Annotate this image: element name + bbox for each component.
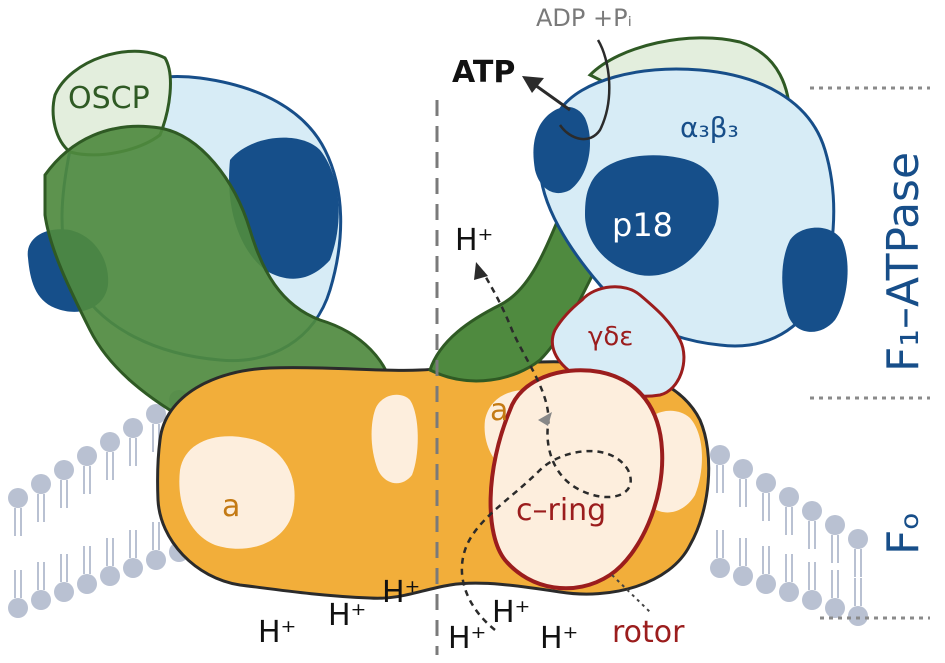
lipid-head: [31, 562, 51, 610]
f1-atpase-label: F₁–ATPase: [878, 152, 929, 372]
h-plus-label-top: H⁺: [455, 223, 493, 258]
p18-label: p18: [612, 206, 673, 244]
lipid-head: [54, 554, 74, 602]
proton-path-arrowhead: [474, 262, 488, 280]
c-ring-rotation-arrowhead: [538, 412, 552, 426]
a-left-lobe: [179, 436, 295, 549]
lipid-head: [733, 538, 753, 586]
lipid-head: [100, 538, 120, 586]
fo-label: Fₒ: [878, 511, 929, 555]
a-right-label: a: [490, 393, 508, 428]
lipid-head: [123, 418, 143, 466]
membrane-left: [8, 390, 189, 618]
lipid-head: [54, 460, 74, 508]
c-ring: [488, 368, 665, 591]
adp-pi-label: ADP +Pᵢ: [536, 4, 632, 32]
alpha-beta-label: α₃β₃: [680, 111, 739, 144]
h-plus-label-6: H⁺: [540, 621, 578, 656]
lipid-head: [77, 546, 97, 594]
c-ring-label: c–ring: [516, 493, 606, 528]
lipid-head: [733, 459, 753, 507]
a-left-label: a: [222, 489, 240, 524]
lipid-head: [710, 445, 730, 493]
atp-label: ATP: [452, 55, 515, 90]
f1-head-right: [533, 36, 848, 348]
rotor-label: rotor: [612, 615, 685, 650]
lipid-head: [31, 474, 51, 522]
membrane-right: [710, 445, 868, 626]
atp-arrow-line: [534, 83, 571, 112]
lipid-head: [8, 570, 28, 618]
lipid-head: [756, 473, 776, 521]
lipid-head: [77, 446, 97, 494]
adp-pi-curve: [558, 39, 611, 141]
lipid-head: [100, 432, 120, 480]
h-plus-label-1: H⁺: [258, 615, 296, 650]
lipid-head: [8, 488, 28, 536]
h-plus-label-2: H⁺: [328, 598, 366, 633]
lipid-head: [848, 578, 868, 626]
lipid-head: [779, 487, 799, 535]
gamma-delta-epsilon-label: γδε: [588, 322, 633, 352]
lipid-head: [123, 530, 143, 578]
lipid-head: [825, 515, 845, 563]
oscp-label: OSCP: [68, 81, 150, 116]
lipid-head: [802, 562, 822, 610]
lipid-head: [710, 530, 730, 578]
lipid-head: [146, 522, 166, 570]
lipid-head: [779, 554, 799, 602]
a-mid-lobe: [371, 394, 418, 484]
rotor-pointer: [611, 574, 651, 613]
lipid-head: [825, 570, 845, 618]
h-plus-label-5: H⁺: [492, 595, 530, 630]
atp-arrow-head: [522, 76, 544, 93]
proton-path: [460, 271, 632, 631]
h-plus-label-4: H⁺: [448, 621, 486, 656]
h-plus-label-3: H⁺: [382, 575, 420, 610]
lipid-head: [756, 546, 776, 594]
lipid-head: [802, 501, 822, 549]
lipid-head: [848, 529, 868, 577]
p18-region: [585, 155, 719, 276]
